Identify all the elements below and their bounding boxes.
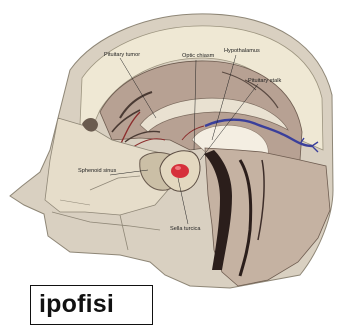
label-hypothalamus: Hypothalamus xyxy=(224,48,260,54)
pituitary-tumor xyxy=(171,164,189,178)
label-sella-turcica: Sella turcica xyxy=(170,226,201,232)
caption-box: ipofisi xyxy=(30,285,153,325)
label-pituitary-tumor: Pituitary tumor xyxy=(104,52,140,58)
caption-text: ipofisi xyxy=(39,290,114,319)
label-pituitary-stalk: Pituitary stalk xyxy=(248,78,281,84)
label-sphenoid-sinus: Sphenoid sinus xyxy=(78,168,116,174)
label-optic-chiasm: Optic chiasm xyxy=(182,53,215,59)
